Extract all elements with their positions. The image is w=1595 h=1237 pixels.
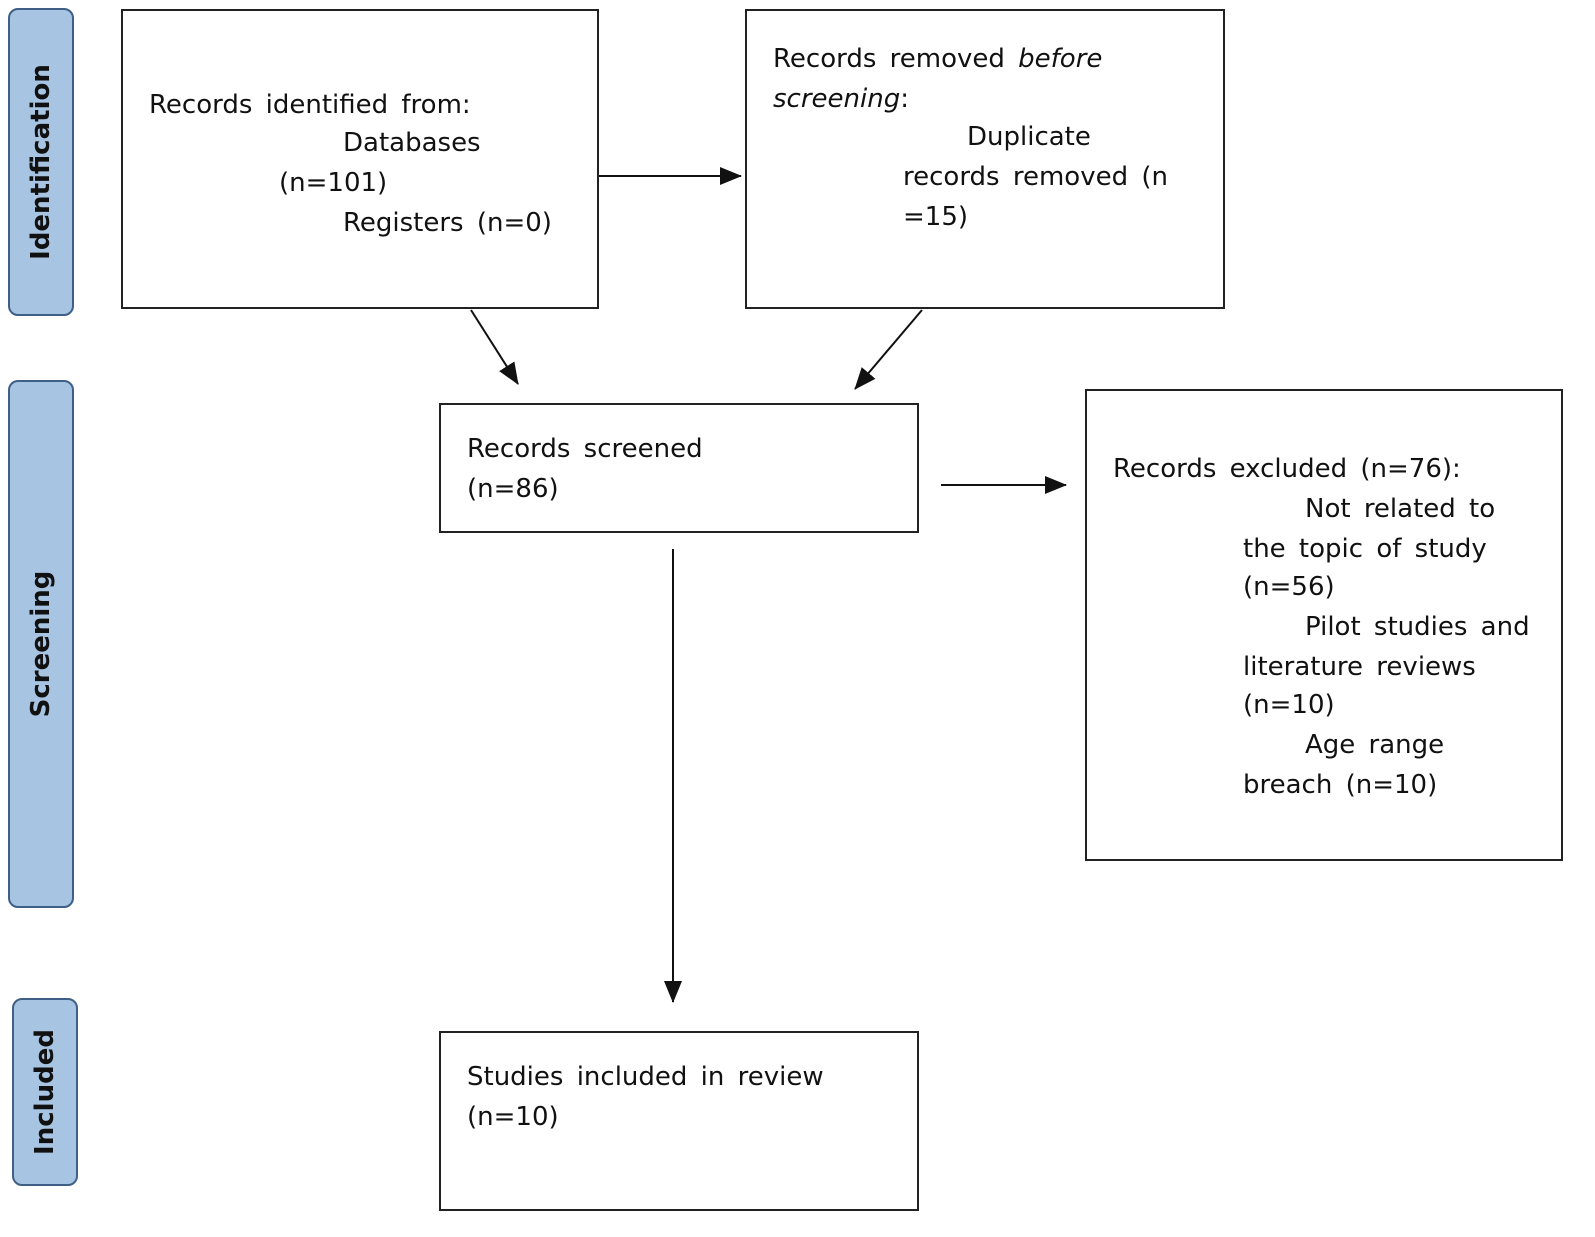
excluded-reason3-line2: breach (n=10) [1243, 770, 1438, 800]
records-removed-box: Records removed before screening: Duplic… [745, 9, 1225, 309]
removed-prefix: Records removed [773, 44, 1019, 74]
removed-duplicate-line1: Duplicate [967, 122, 1091, 152]
phase-included: Included [12, 998, 78, 1186]
screened-line2: (n=86) [467, 474, 559, 504]
arrow-identified-to-screened [470, 309, 519, 385]
removed-italic-before: before [1018, 44, 1103, 74]
excluded-reason2-line3: (n=10) [1243, 690, 1335, 720]
removed-duplicate-line2: records removed (n [903, 162, 1168, 192]
removed-heading-line1: Records removed before [773, 39, 1102, 79]
studies-included-box: Studies included in review (n=10) [439, 1031, 919, 1211]
identified-heading: Records identified from: [149, 90, 471, 120]
excluded-reason1-line1: Not related to [1305, 494, 1496, 524]
removed-suffix: : [900, 84, 909, 114]
removed-duplicate-line3: =15) [903, 202, 969, 232]
excluded-reason2-line1: Pilot studies and [1305, 612, 1530, 642]
phase-identification: Identification [8, 8, 74, 316]
excluded-reason3-line1: Age range [1305, 730, 1445, 760]
excluded-reason1-line3: (n=56) [1243, 572, 1335, 602]
records-excluded-box: Records excluded (n=76): Not related to … [1085, 389, 1563, 861]
arrow-removed-to-screened [854, 309, 923, 390]
records-identified-box: Records identified from: Databases (n=10… [121, 9, 599, 309]
identified-databases-label: Databases [343, 128, 481, 158]
identified-databases-count: (n=101) [279, 168, 388, 198]
removed-heading-line2: screening: [773, 79, 909, 119]
removed-italic-screening: screening [773, 84, 901, 114]
excluded-reason2-line2: literature reviews [1243, 652, 1476, 682]
included-line1: Studies included in review [467, 1062, 824, 1092]
included-line2: (n=10) [467, 1102, 559, 1132]
excluded-heading: Records excluded (n=76): [1113, 454, 1461, 484]
phase-screening: Screening [8, 380, 74, 908]
records-screened-box: Records screened (n=86) [439, 403, 919, 533]
identified-registers: Registers (n=0) [343, 208, 552, 238]
excluded-reason1-line2: the topic of study [1243, 534, 1487, 564]
screened-line1: Records screened [467, 434, 703, 464]
